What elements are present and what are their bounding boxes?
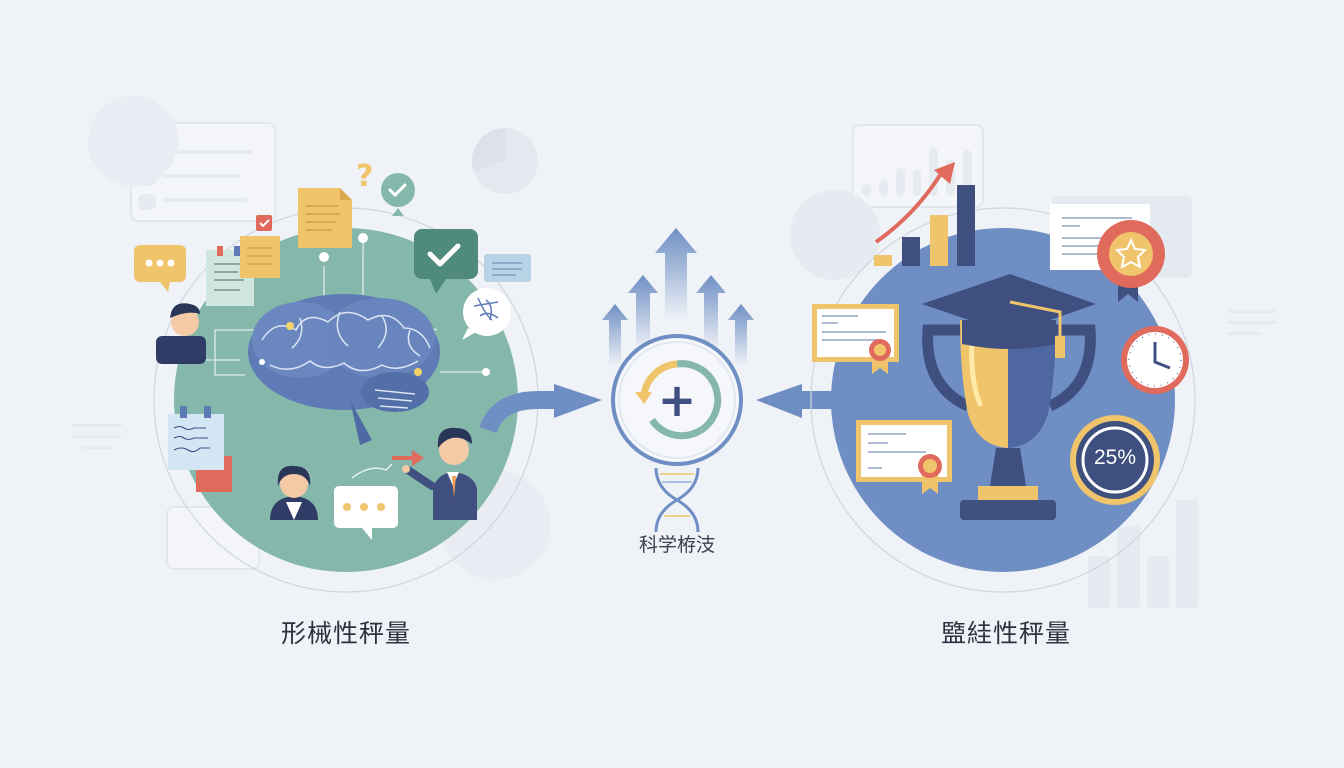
center-plus: +: [657, 373, 697, 427]
bg-lines-left: [72, 424, 122, 449]
summative-assessment-label: 盬絓性秤量: [940, 619, 1071, 648]
checkmark-bubble-icon: [381, 173, 415, 216]
question-mark-icon: ?: [356, 159, 373, 194]
percent-badge: [1070, 415, 1160, 505]
brain-icon: [248, 294, 440, 445]
award-ribbon-icon: [1097, 220, 1165, 302]
sketch-bubble-icon: [462, 288, 511, 340]
student-avatar-bottom: [270, 465, 318, 520]
document-icon: [298, 188, 352, 248]
speech-bubble-icon: [134, 245, 186, 292]
red-arrow-icon: [392, 450, 424, 466]
arrow-right-icon: [479, 384, 602, 434]
certificate-icon-left-top: [812, 304, 899, 374]
science-tech-label: 科学栫汥: [638, 534, 715, 556]
checkmark-bubble-large-icon: [414, 229, 478, 294]
exchange-arrow-icon: [351, 463, 393, 479]
bg-circle-right: [790, 190, 880, 280]
trophy-icon: [922, 320, 1096, 520]
clock-icon: [1121, 326, 1189, 394]
certificate-icon-left-bottom: [856, 420, 952, 494]
bar-chart-icon: [874, 162, 975, 266]
dna-icon: [654, 467, 700, 533]
bg-circle-left: [88, 96, 178, 186]
cycle-plus-icon: [635, 360, 722, 440]
graduation-cap-icon: [922, 274, 1096, 358]
bg-pie-chart: [472, 128, 538, 194]
formative-assessment-label: 形械性秤量: [280, 619, 411, 648]
bg-bars-bottom-right: [1088, 496, 1198, 608]
bg-lines-right: [1228, 310, 1276, 335]
chat-bubble-icon: [334, 486, 398, 540]
up-arrows-icon: [602, 228, 754, 366]
message-card-icon: [484, 254, 531, 282]
note-check-icon: [240, 215, 280, 278]
student-avatar-left: [156, 303, 206, 364]
percent-badge-text: 25%: [1093, 446, 1137, 469]
notes-icon: [168, 406, 232, 492]
teacher-avatar: [402, 427, 477, 520]
